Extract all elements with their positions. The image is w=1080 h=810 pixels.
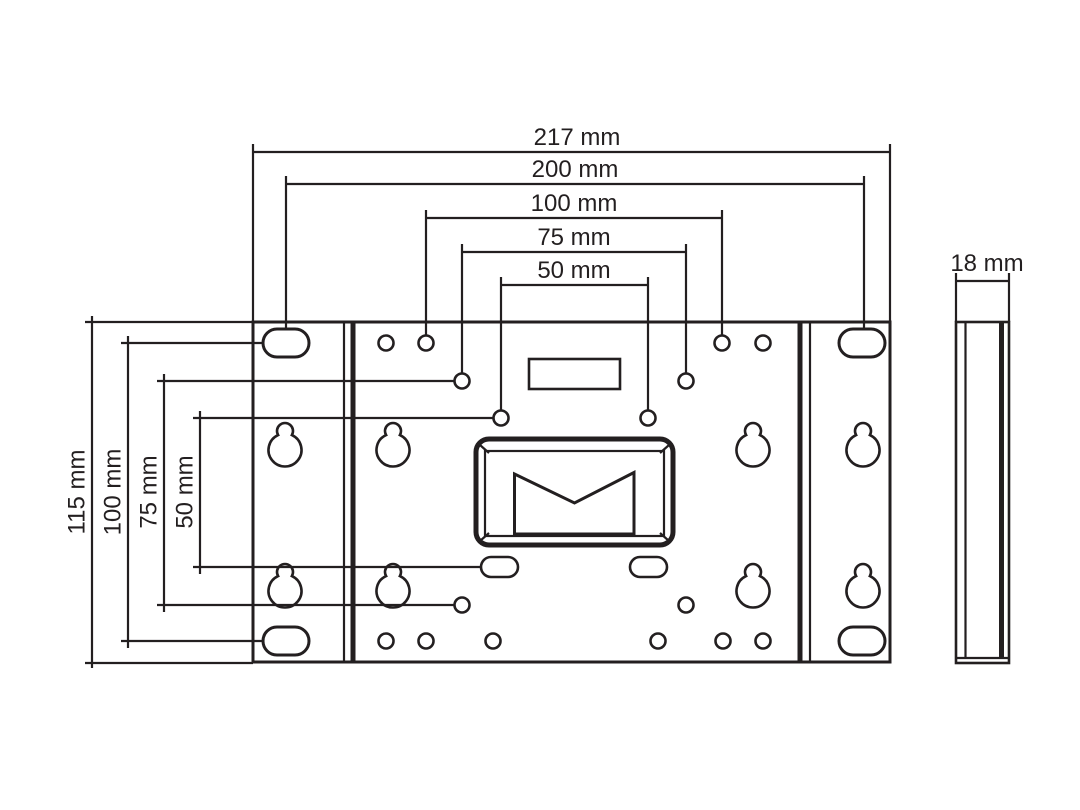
hole-circle [377,632,395,650]
dim-217 [251,144,892,322]
hole-circle [714,632,732,650]
dim-label-115-v: 115 mm [64,450,91,535]
m-logo [513,470,636,536]
vesa75-hole [677,596,695,614]
dim-label-75-v: 75 mm [136,455,163,528]
dim-label-200: 200 mm [532,156,619,183]
dim-label-18: 18 mm [950,250,1023,277]
hole-circle [377,334,395,352]
mounting-slot [261,625,311,657]
hole-circle [713,334,731,352]
logo-panel-outer [473,436,676,548]
dim-label-50: 50 mm [537,257,610,284]
dim-75 [460,244,688,374]
dim-18 [954,273,1011,322]
vesa50-slot [628,555,669,579]
logo-panel-inner [483,449,666,538]
dim-75-v [157,374,454,612]
hole-circle [754,632,772,650]
mounting-slot [837,625,887,657]
mounting-slot [261,327,311,359]
vesa75-hole [453,372,471,390]
hole-circle [417,632,435,650]
hole-circle [484,632,502,650]
front-view [251,320,892,664]
dim-50-v [193,411,493,574]
side-view [954,320,1011,665]
dimension-labels: 217 mm 200 mm 100 mm 75 mm 50 mm 115 mm … [64,124,1024,535]
hole-circle [649,632,667,650]
vesa75-hole [677,372,695,390]
dim-label-75: 75 mm [537,224,610,251]
vesa75-hole [453,596,471,614]
vesa50-hole [492,409,510,427]
vesa50-hole [639,409,657,427]
dim-label-100: 100 mm [531,190,618,217]
dimension-lines [85,144,1011,668]
dim-label-217: 217 mm [534,124,621,151]
hole-circle [754,334,772,352]
logo-panel [473,436,676,548]
mounting-slot [837,327,887,359]
dim-100-v [121,336,263,648]
rectangular-slot [527,357,622,391]
dim-115-v [85,316,253,668]
dim-200 [284,176,866,330]
dim-label-50-v: 50 mm [172,455,199,528]
hole-circle [417,334,435,352]
vesa50-slot [479,555,520,579]
logo-panel-corner-marks [479,444,670,542]
dim-50 [499,277,650,411]
dim-label-100-v: 100 mm [100,449,127,536]
dim-100 [424,210,724,336]
